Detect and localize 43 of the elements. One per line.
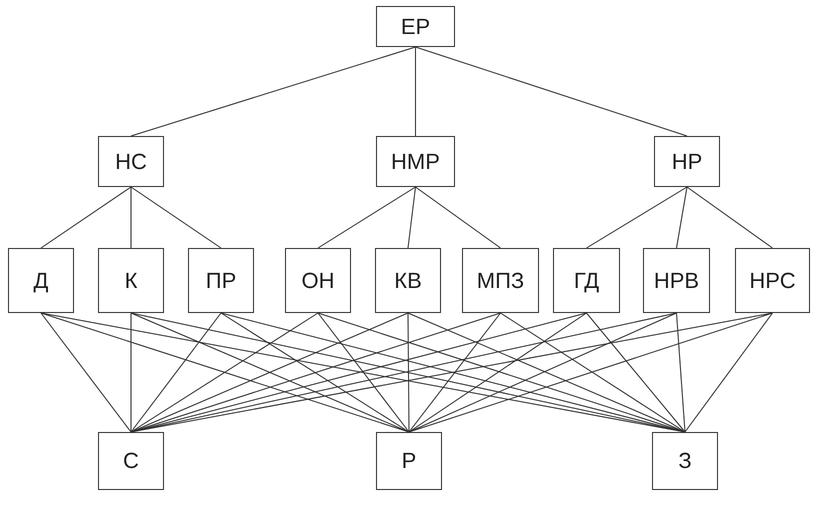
connector-line: [130, 312, 132, 432]
connector-line: [684, 312, 773, 432]
connector-line: [40, 312, 410, 432]
connector-line: [130, 186, 222, 248]
process-box: НР: [654, 136, 720, 187]
connector-line: [415, 46, 688, 136]
process-box: С: [98, 432, 164, 490]
connector-line: [586, 186, 688, 248]
process-box: К: [98, 248, 164, 313]
process-box: ПР: [188, 248, 254, 313]
connector-line: [408, 186, 416, 248]
connector-line: [415, 186, 501, 248]
process-box: КВ: [375, 248, 441, 313]
connector-line: [130, 46, 416, 136]
process-box: НС: [98, 136, 164, 187]
process-box: ЕР: [376, 6, 455, 47]
connector-line: [686, 186, 773, 248]
connector-line: [676, 312, 686, 432]
process-box: НРВ: [643, 248, 710, 313]
connector-line: [408, 312, 587, 432]
connector-line: [415, 46, 416, 136]
connector-line: [130, 312, 222, 432]
connector-line: [130, 312, 318, 432]
process-box: З: [652, 432, 718, 490]
process-box: ОН: [285, 248, 351, 313]
process-box: ГД: [553, 248, 620, 313]
connector-line: [318, 186, 416, 248]
connector-line: [676, 186, 688, 248]
connector-line: [40, 186, 132, 248]
connector-line: [318, 312, 410, 432]
process-box: Д: [8, 248, 74, 313]
connector-line: [220, 312, 410, 432]
connector-line: [40, 312, 132, 432]
connector-line: [408, 312, 773, 432]
process-box: НМР: [376, 136, 455, 187]
connector-line: [130, 186, 132, 248]
connector-line: [586, 312, 686, 432]
process-box: Р: [376, 432, 442, 490]
connector-line: [500, 312, 686, 432]
connector-line: [408, 312, 410, 432]
process-box: МПЗ: [462, 248, 539, 313]
process-box: НРС: [735, 248, 810, 313]
connector-line: [408, 312, 501, 432]
